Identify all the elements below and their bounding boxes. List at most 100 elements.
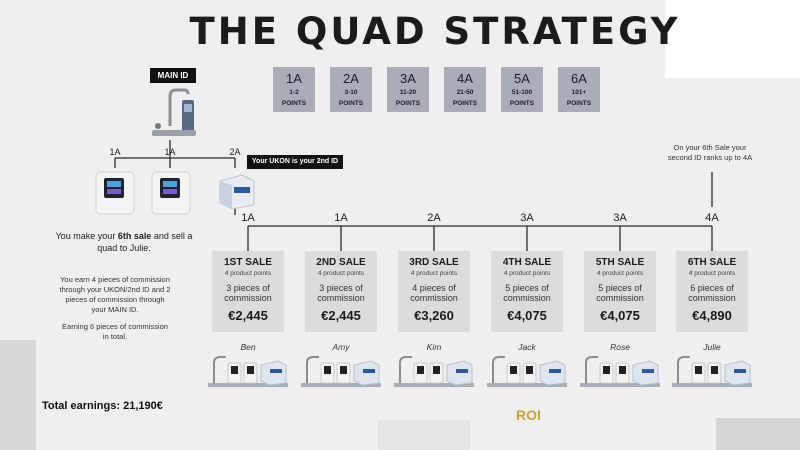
rank-box-5a: 5A 51-100 POINTS: [501, 67, 543, 112]
desc-p2-line: through your UKON/2nd ID and 2: [59, 285, 171, 294]
sale-rank-label: 4A: [705, 212, 719, 224]
commission-total-explanation: Earning 6 pieces of commission in total.: [40, 322, 190, 342]
commission-line: commission: [503, 293, 551, 303]
corner-block-bottom-left: [0, 340, 36, 450]
page-title: THE QUAD STRATEGY: [189, 10, 681, 53]
commission-line: 4 pieces of: [412, 283, 456, 293]
tree-rank-label: 1A: [109, 147, 121, 157]
commission-line: 6 pieces of: [690, 283, 734, 293]
commission-line: commission: [596, 293, 644, 303]
desc-p2-line: your MAIN ID.: [91, 305, 139, 314]
quad-product-image: [394, 356, 474, 387]
customer-name: Julie: [703, 342, 721, 352]
sale-amount: €3,260: [414, 308, 454, 323]
rank-label: 4A: [457, 71, 473, 86]
sale-points: 4 product points: [688, 270, 736, 277]
sale-points: 4 product points: [410, 270, 458, 277]
commission-line: commission: [224, 293, 272, 303]
sale-rank-label: 2A: [427, 212, 441, 224]
customer-name: Ben: [240, 342, 256, 352]
rank-points-range: 51-100: [511, 89, 533, 96]
main-id-label: MAIN ID: [150, 68, 196, 83]
rank-label: 5A: [514, 71, 530, 86]
total-earnings: Total earnings: 21,190€: [42, 400, 163, 412]
sale-rank-label: 3A: [613, 212, 627, 224]
commission-line: 3 pieces of: [226, 283, 270, 293]
desc-p3-line: in total.: [102, 332, 128, 341]
ionizer-unit-image: [151, 171, 191, 215]
desc-line1-post: and sell a: [151, 231, 193, 241]
sale-points: 4 product points: [224, 270, 272, 277]
rank-box-3a: 3A 11-20 POINTS: [387, 67, 429, 112]
rank-box-1a: 1A 1-2 POINTS: [273, 67, 315, 112]
sale-title: 2ND SALE: [316, 257, 366, 268]
rank-label: 6A: [571, 71, 587, 86]
rank-label: 3A: [400, 71, 416, 86]
customer-name: Kim: [426, 342, 442, 352]
desc-p2-line: pieces of commission through: [65, 295, 165, 304]
rank-points-range: 11-20: [399, 89, 417, 96]
main-id-product-image: [152, 88, 196, 136]
corner-block-bottom-middle: [378, 420, 470, 450]
sale-points: 4 product points: [317, 270, 365, 277]
note-line: On your 6th Sale your: [673, 143, 747, 152]
sale-amount: €4,890: [692, 308, 732, 323]
quad-product-image: [487, 356, 567, 387]
rank-points-label: POINTS: [338, 100, 364, 107]
quad-product-image: [672, 356, 752, 387]
rank-points-label: POINTS: [395, 100, 421, 107]
commission-line: 5 pieces of: [598, 283, 642, 293]
sale-amount: €2,445: [321, 308, 361, 323]
rank-points-range: 3-10: [344, 89, 358, 96]
ukon-second-id-label: Your UKON is your 2nd ID: [247, 155, 343, 169]
desc-line1-bold: 6th sale: [117, 231, 152, 241]
rank-points-range: 101+: [571, 89, 587, 96]
sale-title: 4TH SALE: [502, 257, 552, 268]
rank-up-note: On your 6th Sale your second ID ranks up…: [660, 143, 760, 163]
commission-explanation: You earn 4 pieces of commission through …: [40, 275, 190, 315]
sale-points: 4 product points: [503, 270, 551, 277]
quad-product-image: [580, 356, 660, 387]
rank-points-label: POINTS: [509, 100, 535, 107]
rank-box-6a: 6A 101+ POINTS: [558, 67, 600, 112]
commission-line: commission: [317, 293, 365, 303]
commission-line: commission: [410, 293, 458, 303]
rank-box-4a: 4A 21-50 POINTS: [444, 67, 486, 112]
rank-points-range: 21-50: [456, 89, 474, 96]
customer-name: Rose: [610, 342, 630, 352]
desc-line1-pre: You make your: [55, 231, 118, 241]
sale-amount: €4,075: [600, 308, 640, 323]
sale-amount: €4,075: [507, 308, 547, 323]
rank-box-2a: 2A 3-10 POINTS: [330, 67, 372, 112]
rank-points-range: 1-2: [289, 89, 299, 96]
commission-line: 5 pieces of: [505, 283, 549, 293]
rank-points-label: POINTS: [566, 100, 592, 107]
quad-product-image: [208, 356, 288, 387]
quad-product-image: [301, 356, 381, 387]
note-line: second ID ranks up to 4A: [667, 153, 753, 162]
sale-points: 4 product points: [596, 270, 644, 277]
rank-points-label: POINTS: [452, 100, 478, 107]
sale-rank-label: 3A: [520, 212, 534, 224]
sale-title: 1ST SALE: [224, 257, 272, 268]
rank-label: 1A: [286, 71, 302, 86]
sale-rank-label: 1A: [334, 212, 348, 224]
rank-points-label: POINTS: [281, 100, 307, 107]
ionizer-unit-image: [95, 171, 135, 215]
rank-label: 2A: [343, 71, 359, 86]
corner-block-top-right: [665, 0, 800, 78]
ukon-box-image: [219, 174, 255, 209]
sale-rank-label: 1A: [241, 212, 255, 224]
desc-line2: quad to Julie.: [97, 243, 151, 253]
sale-amount: €2,445: [228, 308, 268, 323]
